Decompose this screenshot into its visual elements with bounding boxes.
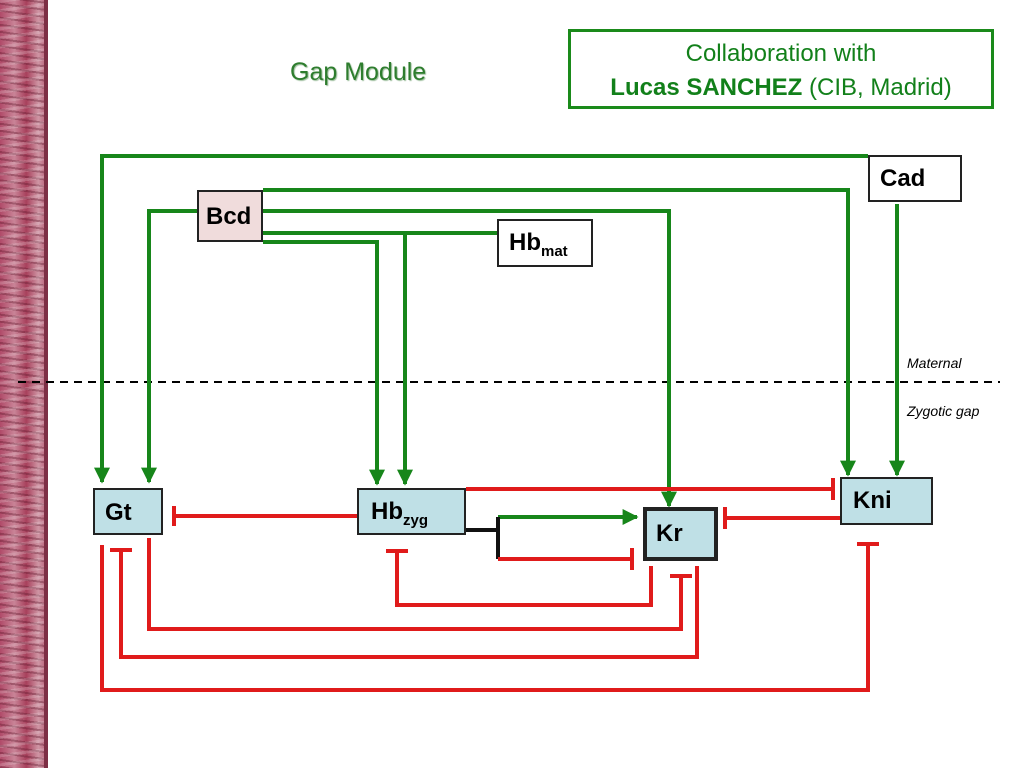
zygotic-gap-label: Zygotic gap (907, 403, 980, 419)
collaborator-name: Lucas SANCHEZ (610, 74, 803, 101)
collaborator-affiliation: (CIB, Madrid) (802, 74, 952, 101)
collaboration-box: Collaboration with Lucas SANCHEZ (CIB, M… (568, 29, 994, 109)
edge-kr-represses-hbzyg (395, 551, 653, 607)
node-hb-zyg-label: Hb (371, 498, 403, 525)
node-bcd: Bcd (197, 190, 263, 242)
hbzyg-branch-connector (466, 517, 500, 559)
edge-kr-represses-gt (119, 550, 699, 659)
edge-bcd-to-gt (141, 209, 197, 484)
node-gt-label: Gt (105, 499, 132, 526)
node-hb-mat-label: Hb (509, 229, 541, 256)
edge-gt-represses-kni (100, 544, 870, 692)
node-cad: Cad (868, 155, 962, 202)
node-kr: Kr (643, 507, 718, 561)
edge-bcd-to-kr (263, 209, 677, 508)
node-hb-mat-subscript: mat (541, 243, 568, 260)
decorative-side-band (0, 0, 48, 768)
node-cad-label: Cad (880, 165, 926, 192)
collaboration-line2: Lucas SANCHEZ (CIB, Madrid) (571, 71, 991, 105)
edge-bcd-to-kni (263, 188, 856, 477)
edge-bcd-to-hbzyg (263, 240, 385, 486)
node-kr-label: Kr (656, 520, 683, 547)
node-hb-zyg: Hbzyg (357, 488, 466, 535)
slide-title: Gap Module (290, 58, 427, 86)
node-hb-mat: Hbmat (497, 219, 593, 267)
node-gt: Gt (93, 488, 163, 535)
collaboration-line1: Collaboration with (685, 40, 877, 67)
node-bcd-label: Bcd (206, 203, 252, 230)
edge-hbmat-to-hbzyg (263, 231, 497, 484)
edge-cad-to-gt (94, 154, 868, 484)
node-kni: Kni (840, 477, 933, 525)
node-kni-label: Kni (853, 487, 892, 514)
edge-gt-represses-kr (147, 538, 683, 631)
maternal-label: Maternal (907, 355, 962, 371)
node-hb-zyg-subscript: zyg (403, 512, 429, 529)
